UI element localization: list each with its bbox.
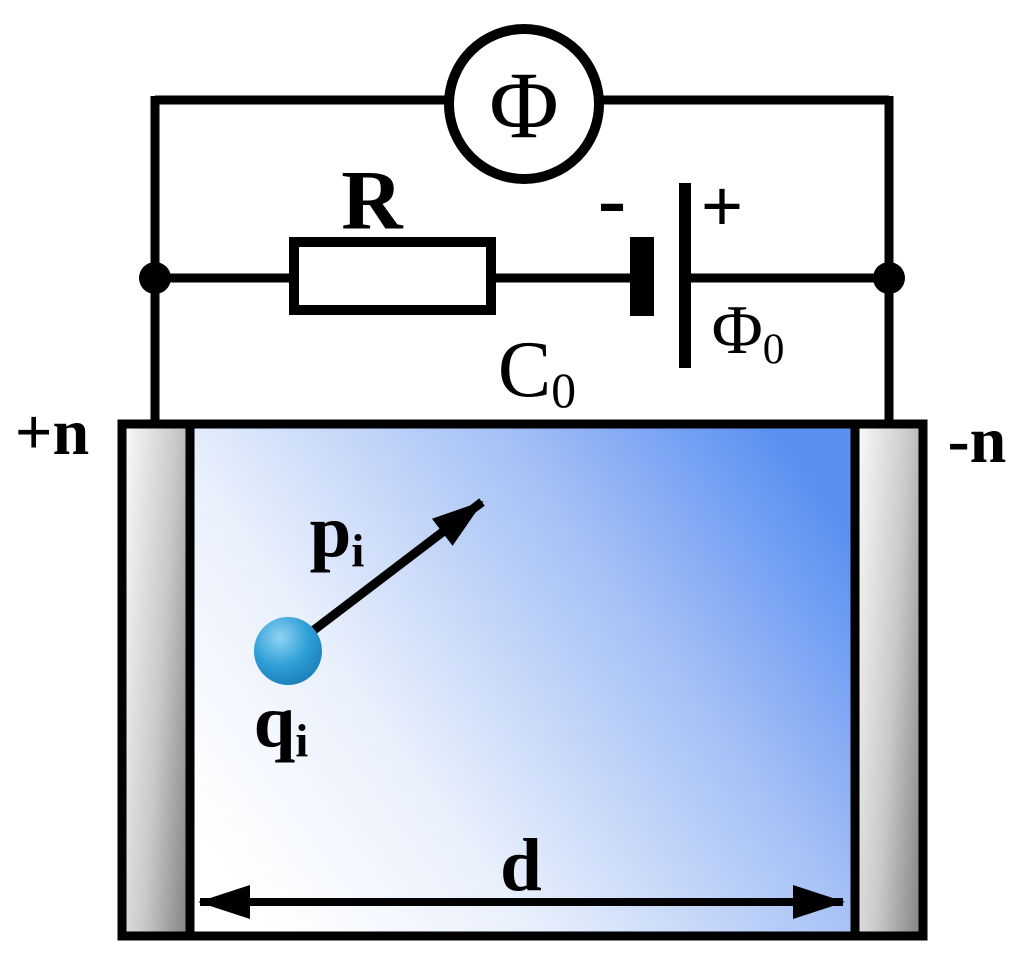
voltmeter-circle (444, 24, 604, 184)
distance-label: d (500, 829, 542, 904)
right-electrode-charge: -n (947, 404, 1007, 477)
charge-symbol: q (253, 680, 296, 764)
battery-plus-label: + (701, 170, 744, 245)
battery-emf-label: Φ0 (712, 296, 785, 371)
charge-subscript: i (295, 716, 309, 768)
solid-group (139, 183, 905, 368)
left-electrode-charge: +n (14, 396, 90, 469)
capacitance-label: C0 (498, 330, 576, 415)
battery-negative-plate (630, 237, 654, 316)
wire-group (117, 24, 928, 941)
resistor-body (289, 237, 496, 315)
right-electrode-plate (850, 419, 928, 941)
minus-sign: - (597, 152, 627, 247)
resistor-label: R (341, 158, 402, 244)
charge-sphere (254, 617, 322, 685)
dipole-symbol: p (309, 490, 352, 574)
battery-positive-plate (679, 183, 691, 368)
capacitance-subscript: 0 (551, 362, 577, 418)
left-junction-node (139, 262, 171, 294)
plus-sign: + (700, 165, 744, 249)
left-electrode-label: +n (15, 400, 89, 466)
battery-emf-subscript: 0 (762, 324, 785, 373)
left-electrode-plate (117, 419, 195, 941)
charge-label: qi (254, 685, 309, 766)
distance-symbol: d (500, 824, 542, 908)
battery-emf-symbol: Φ (711, 292, 763, 369)
voltmeter-symbol: Φ (489, 52, 559, 159)
battery-minus-label: - (598, 157, 626, 243)
dipole-subscript: i (351, 526, 365, 578)
dipole-label: pi (310, 495, 365, 576)
resistor-symbol: R (341, 153, 403, 248)
right-junction-node (873, 262, 905, 294)
voltmeter-label: Φ (489, 58, 558, 154)
capacitance-symbol: C (497, 326, 552, 414)
right-electrode-label: -n (948, 408, 1007, 474)
dipole-arrow (286, 498, 485, 653)
